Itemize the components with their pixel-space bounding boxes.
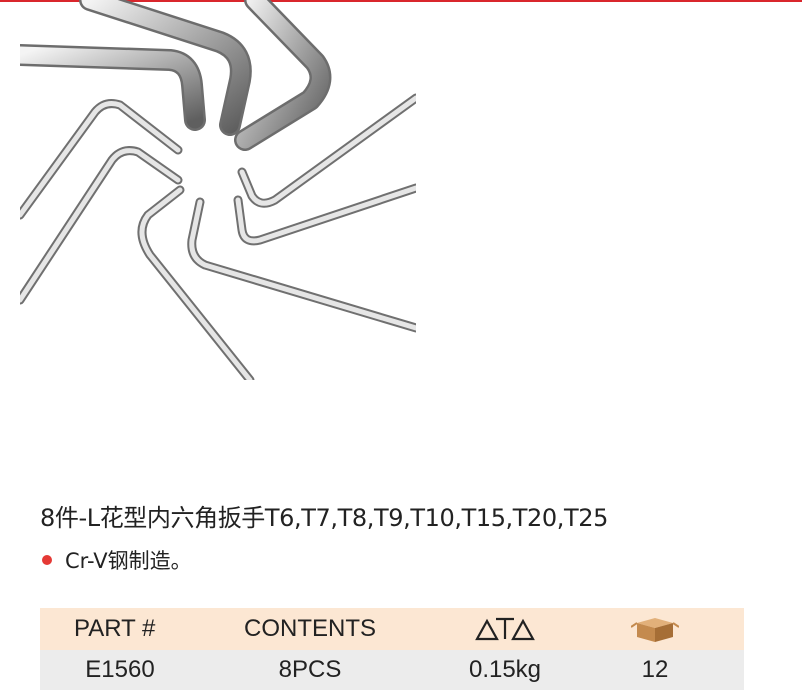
spec-table: PART # CONTENTS E1560 8PCS 0.15kg 12	[40, 608, 744, 690]
bullet-dot-icon	[42, 555, 52, 565]
top-accent-line	[0, 0, 802, 2]
product-photo	[20, 0, 416, 380]
product-title: 8件-L花型内六角扳手T6,T7,T8,T9,T10,T15,T20,T25	[40, 504, 609, 532]
feature-text: Cr-V钢制造。	[65, 549, 192, 573]
cell-quantity: 12	[641, 656, 669, 683]
header-part: PART #	[74, 615, 156, 642]
spec-table-row: E1560 8PCS 0.15kg 12	[40, 650, 744, 690]
cell-contents: 8PCS	[278, 656, 342, 683]
cell-part: E1560	[85, 656, 155, 683]
scale-icon	[420, 616, 590, 642]
feature-item: Cr-V钢制造。	[42, 545, 192, 575]
box-icon	[590, 615, 720, 643]
cell-weight: 0.15kg	[468, 656, 542, 683]
header-contents: CONTENTS	[244, 615, 376, 642]
spec-table-header: PART # CONTENTS	[40, 608, 744, 650]
